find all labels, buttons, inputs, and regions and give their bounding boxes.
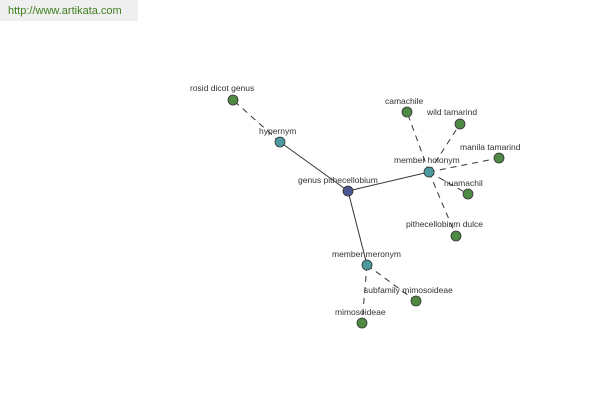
edge-holonym-wildtam [428, 123, 461, 173]
node-label-rosid[interactable]: rosid dicot genus [190, 83, 254, 93]
node-label-genus[interactable]: genus pithecellobium [298, 175, 378, 185]
node-layer [227, 94, 505, 329]
node-hypernym[interactable] [274, 136, 286, 148]
edge-holonym-huamachil [428, 171, 469, 195]
node-label-meronym[interactable]: member meronym [332, 249, 401, 259]
label-layer: genus pithecellobium hypernym member holon… [190, 83, 521, 317]
node-label-wildtam[interactable]: wild tamarind [426, 107, 477, 117]
node-label-mimosoideae[interactable]: mimosoideae [335, 307, 386, 317]
node-wildtam[interactable] [454, 118, 466, 130]
node-genus[interactable] [342, 185, 354, 197]
node-label-camachile[interactable]: camachile [385, 96, 424, 106]
node-dulce[interactable] [450, 230, 462, 242]
edge-genus-meronym [347, 190, 368, 266]
node-camachile[interactable] [401, 106, 413, 118]
edge-genus-hypernym [279, 141, 349, 192]
node-meronym[interactable] [361, 259, 373, 271]
site-url-link[interactable]: http://www.artikata.com [8, 5, 122, 17]
edge-meronym-subfam [366, 264, 417, 302]
edge-layer [232, 99, 500, 324]
edge-holonym-manila [428, 157, 500, 173]
node-holonym[interactable] [423, 166, 435, 178]
node-label-subfam[interactable]: subfamily mimosoideae [364, 285, 453, 295]
node-mimosoideae[interactable] [356, 317, 368, 329]
url-bar: http://www.artikata.com [0, 0, 138, 21]
node-label-huamachil[interactable]: huamachil [444, 178, 483, 188]
node-manila[interactable] [493, 152, 505, 164]
node-subfam[interactable] [410, 295, 422, 307]
node-label-holonym[interactable]: member holonym [394, 155, 460, 165]
node-huamachil[interactable] [462, 188, 474, 200]
node-rosid[interactable] [227, 94, 239, 106]
edge-genus-holonym [347, 171, 430, 192]
node-label-dulce[interactable]: pithecellobium dulce [406, 219, 483, 229]
edge-meronym-mimosoideae [361, 264, 368, 324]
edge-holonym-dulce [428, 171, 457, 237]
node-label-manila[interactable]: manila tamarind [460, 142, 521, 152]
node-label-hypernym[interactable]: hypernym [259, 126, 296, 136]
